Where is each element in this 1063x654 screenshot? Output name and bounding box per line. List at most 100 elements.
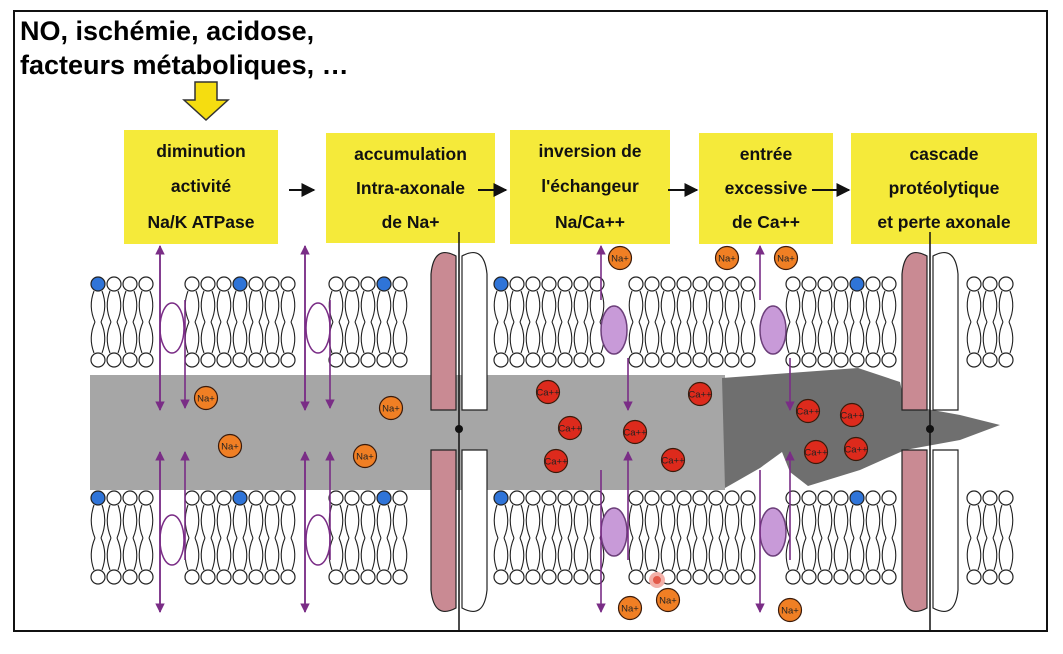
lipid-tail	[660, 290, 676, 323]
step-3-line-3: Na/Ca++	[554, 211, 626, 232]
lipid-head	[998, 276, 1014, 292]
lipid-head	[184, 569, 200, 585]
lipid-head	[106, 569, 122, 585]
calcium-ion-label: Ca++	[544, 457, 568, 468]
step-box-4: entrée excessive de Ca++	[699, 133, 833, 244]
lipid-head	[589, 490, 605, 506]
myelin-sheath	[461, 449, 488, 612]
myelin-sheath	[461, 252, 488, 411]
lipid-tail	[740, 504, 756, 539]
lipid-head	[982, 276, 998, 292]
lipid-head	[248, 276, 264, 292]
lipid-head	[833, 352, 849, 368]
lipid-tail	[280, 504, 296, 539]
lipid-tail	[833, 321, 849, 354]
lipid-tail	[525, 537, 541, 571]
lipid-tail	[865, 321, 881, 354]
lipid-tail	[106, 537, 122, 571]
lipid-tail	[90, 321, 106, 354]
lipid-head	[740, 352, 756, 368]
lipid-tail	[982, 290, 998, 323]
lipid-tail	[644, 504, 660, 539]
lipid-head	[376, 490, 392, 506]
lipid-head	[360, 276, 376, 292]
lipid-tail	[785, 537, 801, 571]
lipid-head	[849, 276, 865, 292]
lipid-tail	[865, 290, 881, 323]
sodium-ion-label: Na+	[777, 254, 795, 265]
lipid-tail	[509, 321, 525, 354]
lipid-tail	[644, 290, 660, 323]
lipid-head	[660, 352, 676, 368]
lipid-tail	[692, 321, 708, 354]
lipid-head	[493, 352, 509, 368]
lipid-head	[966, 352, 982, 368]
lipid-head	[264, 490, 280, 506]
lipid-tail	[849, 290, 865, 323]
lipid-tail	[328, 290, 344, 323]
lipid-head	[817, 352, 833, 368]
lipid-tail	[248, 321, 264, 354]
lipid-head	[264, 569, 280, 585]
release-spot	[649, 572, 665, 588]
lipid-head	[692, 490, 708, 506]
calcium-ion-label: Ca++	[804, 448, 828, 459]
lipid-head	[392, 352, 408, 368]
lipid-tail	[493, 504, 509, 539]
lipid-tail	[106, 321, 122, 354]
step-1-line-3: Na/K ATPase	[147, 211, 255, 232]
lipid-tail	[998, 290, 1014, 323]
lipid-head	[660, 276, 676, 292]
lipid-tail	[833, 290, 849, 323]
step-2-line-1: accumulation	[354, 143, 467, 164]
lipid-head	[660, 490, 676, 506]
lipid-head	[573, 276, 589, 292]
calcium-ion: Ca++	[795, 398, 821, 424]
lipid-head	[573, 352, 589, 368]
lipid-head	[280, 569, 296, 585]
lipid-head	[557, 352, 573, 368]
lipid-tail	[525, 290, 541, 323]
lipid-head	[122, 569, 138, 585]
lipid-head	[328, 352, 344, 368]
lipid-head	[865, 490, 881, 506]
lipid-tail	[184, 537, 200, 571]
lipid-tail	[740, 537, 756, 571]
lipid-head	[708, 352, 724, 368]
lipid-tail	[541, 290, 557, 323]
calcium-ion-circle	[660, 447, 686, 473]
lipid-tail	[216, 321, 232, 354]
lipid-tail	[785, 504, 801, 539]
lipid-tail	[200, 537, 216, 571]
lipid-tail	[801, 321, 817, 354]
lipid-tail	[328, 504, 344, 539]
lipid-tail	[493, 321, 509, 354]
na-k-atpase	[305, 514, 331, 566]
lipid-tail	[525, 321, 541, 354]
lipid-head	[708, 276, 724, 292]
lipid-tail	[232, 504, 248, 539]
lipid-tail	[628, 290, 644, 323]
sodium-ion: Na+	[777, 597, 803, 623]
lipid-tail	[509, 537, 525, 571]
lipid-tail	[392, 321, 408, 354]
lipid-tail	[708, 290, 724, 323]
sodium-ion-label: Na+	[621, 604, 639, 615]
lipid-tail	[264, 537, 280, 571]
lipid-head	[216, 352, 232, 368]
calcium-ion-circle	[803, 439, 829, 465]
sodium-ion-circle	[777, 597, 803, 623]
lipid-head	[589, 276, 605, 292]
sodium-ion-circle	[607, 245, 633, 271]
na-ca-exchanger	[600, 305, 628, 355]
calcium-ion-label: Ca++	[558, 424, 582, 435]
lipid-head	[676, 352, 692, 368]
lipid-head	[376, 569, 392, 585]
step-box-5: cascade protéolytique et perte axonale	[851, 133, 1037, 244]
sodium-ion: Na+	[217, 433, 243, 459]
lipid-tail	[724, 321, 740, 354]
lipid-tail	[966, 290, 982, 323]
lipid-head	[90, 276, 106, 292]
lipid-head	[90, 490, 106, 506]
lipid-head	[676, 276, 692, 292]
